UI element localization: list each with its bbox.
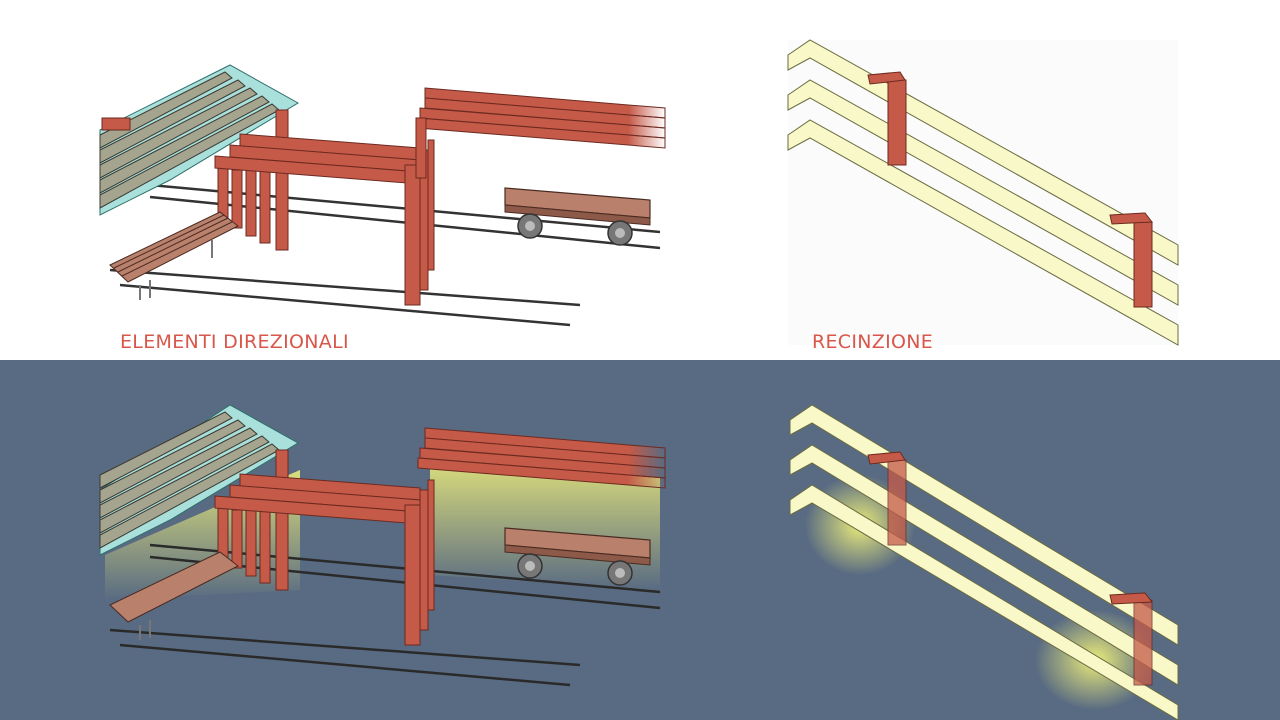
night-fence (789, 404, 1179, 720)
right-beams (417, 87, 666, 149)
pergola-drawing-icon (99, 64, 666, 306)
roof-slats (99, 71, 280, 209)
day-drawing (99, 39, 1179, 346)
fence-icon (787, 39, 1179, 346)
bench-icon (109, 211, 239, 300)
day-panel: ELEMENTI DIREZIONALI RECINZIONE (99, 39, 1179, 353)
rolling-bench-icon (504, 187, 651, 246)
middle-beams (214, 133, 435, 306)
caption-fence: RECINZIONE (812, 331, 934, 353)
night-drawing (99, 404, 1179, 720)
night-rolling-bench (504, 527, 651, 586)
night-bench (109, 551, 239, 640)
caption-directional-elements: ELEMENTI DIREZIONALI (120, 331, 349, 353)
night-panel (0, 360, 1280, 720)
night-pergola (99, 404, 666, 646)
